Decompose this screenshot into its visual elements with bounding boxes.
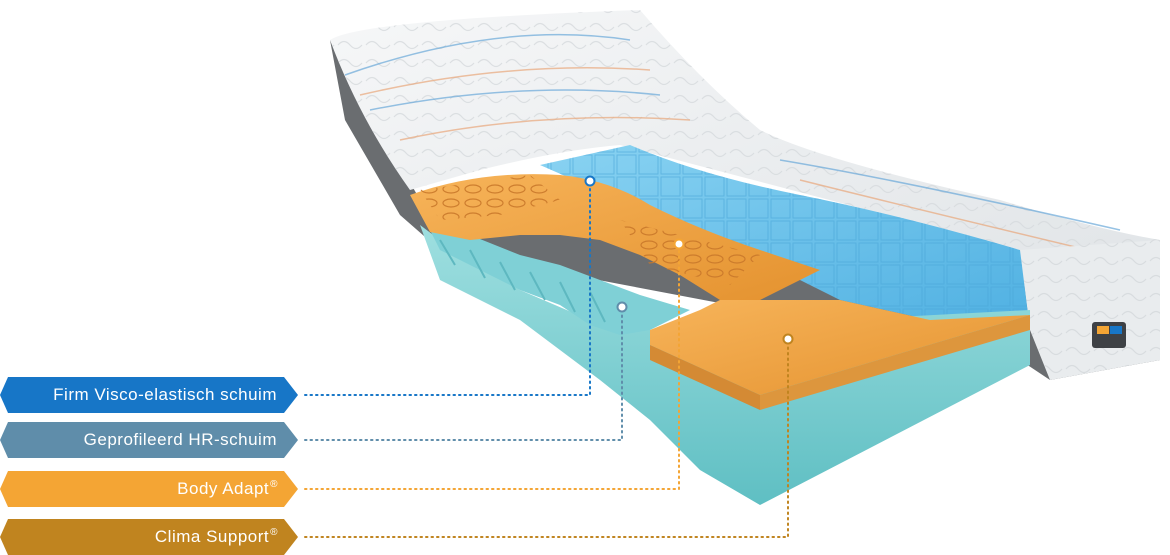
- label-clima-support-sup: ®: [270, 526, 278, 538]
- leader-hr: [304, 311, 623, 441]
- label-firm-visco-text: Firm Visco-elastisch schuim: [53, 385, 277, 404]
- clima-support-layer: [650, 300, 1030, 395]
- leader-visco: [304, 185, 591, 396]
- label-body-adapt-text: Body Adapt: [177, 479, 270, 498]
- marker-body-adapt: [673, 238, 685, 250]
- marker-hr: [616, 301, 628, 313]
- label-profiled-hr-text: Geprofileerd HR-schuim: [83, 430, 277, 449]
- label-firm-visco: Firm Visco-elastisch schuim: [0, 377, 298, 413]
- leader-clima: [304, 343, 789, 538]
- brand-tag: [1092, 322, 1126, 348]
- label-body-adapt-sup: ®: [270, 478, 278, 490]
- leader-body-adapt: [304, 248, 680, 490]
- label-clima-support: Clima Support®: [0, 519, 298, 555]
- label-clima-support-text: Clima Support: [154, 527, 270, 546]
- label-profiled-hr: Geprofileerd HR-schuim: [0, 422, 298, 458]
- marker-clima: [782, 333, 794, 345]
- label-body-adapt: Body Adapt®: [0, 471, 298, 507]
- marker-visco: [584, 175, 596, 187]
